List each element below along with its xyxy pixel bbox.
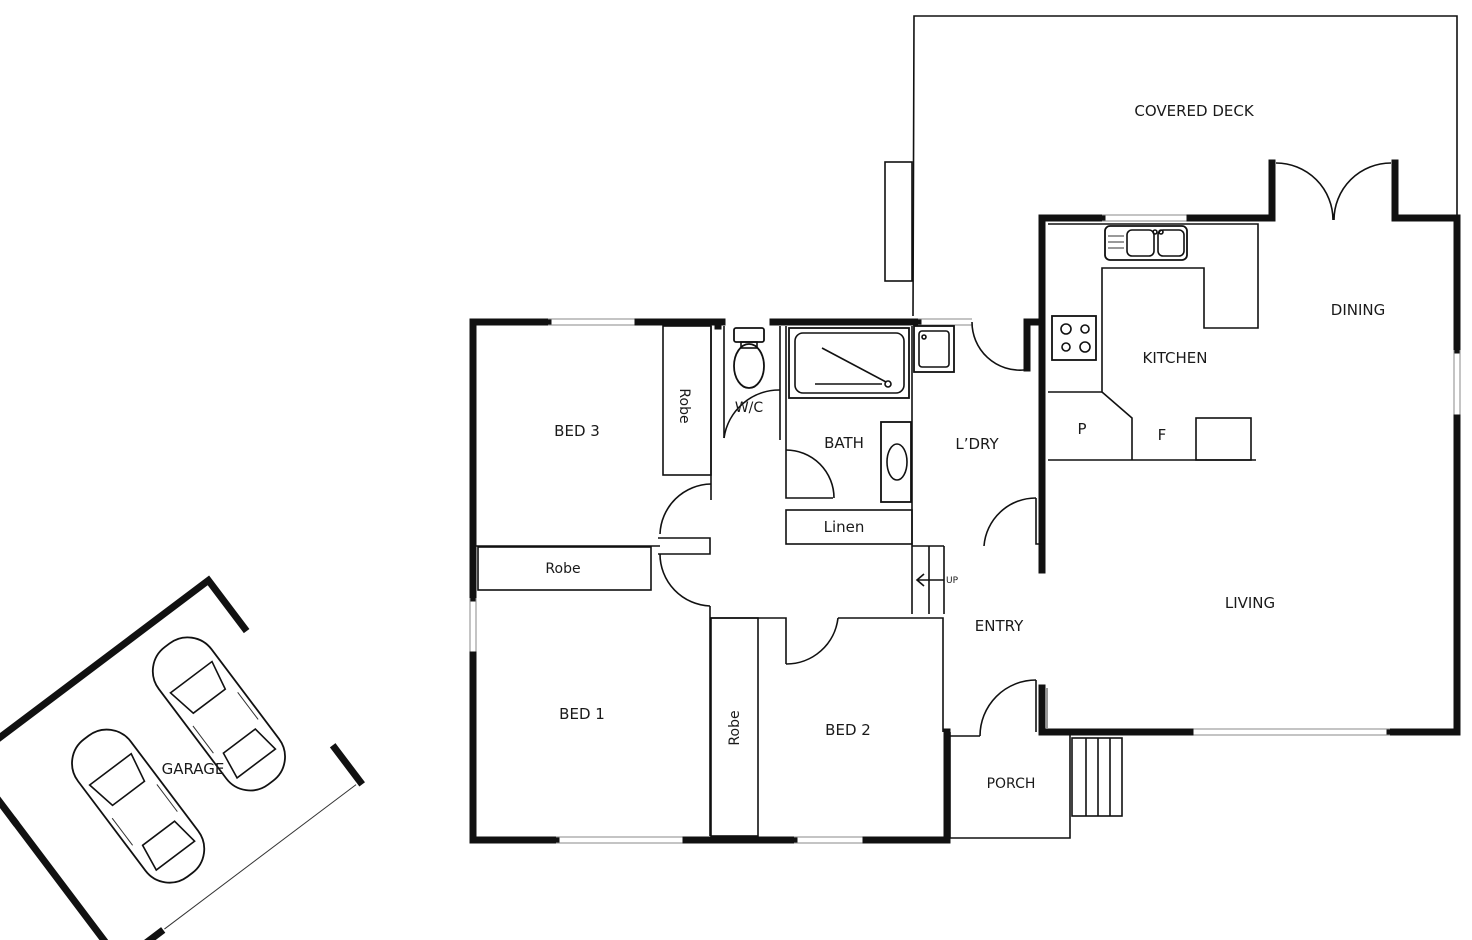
porch <box>949 679 1123 839</box>
wet-area-walls <box>714 318 1042 547</box>
label-living: LIVING <box>1225 594 1275 612</box>
vanity-basin-icon <box>880 421 912 503</box>
main-living-walls <box>1023 159 1461 736</box>
label-bed2: BED 2 <box>825 721 871 739</box>
kitchen-sink-icon <box>1104 225 1188 261</box>
label-laundry: L’DRY <box>955 435 999 453</box>
cooktop-icon <box>1051 315 1097 361</box>
label-fridge: F <box>1158 426 1167 444</box>
bedroom-walls <box>469 318 951 844</box>
bathtub-icon <box>788 327 910 399</box>
label-covered-deck: COVERED DECK <box>1134 102 1254 120</box>
label-pantry: P <box>1077 420 1086 438</box>
label-dining: DINING <box>1331 301 1385 319</box>
label-porch: PORCH <box>987 776 1036 792</box>
label-bed1: BED 1 <box>559 705 605 723</box>
label-kitchen: KITCHEN <box>1143 349 1208 367</box>
label-bed3: BED 3 <box>554 422 600 440</box>
toilet-icon <box>733 327 765 389</box>
laundry-tub-icon <box>913 325 955 373</box>
label-robe-bed3: Robe <box>676 388 692 423</box>
car-left-icon <box>71 728 206 884</box>
label-entry: ENTRY <box>975 617 1024 635</box>
label-bath: BATH <box>824 434 864 452</box>
label-up: UP <box>946 576 959 586</box>
label-wc: W/C <box>735 400 764 416</box>
label-robe-bed1: Robe <box>545 561 580 577</box>
car-right-icon <box>151 636 286 792</box>
covered-deck <box>884 15 1458 317</box>
label-linen: Linen <box>824 518 865 536</box>
garage <box>0 575 365 940</box>
label-garage: GARAGE <box>162 760 225 778</box>
label-robe-bed2: Robe <box>727 710 743 745</box>
kitchen-benches <box>1048 223 1259 461</box>
